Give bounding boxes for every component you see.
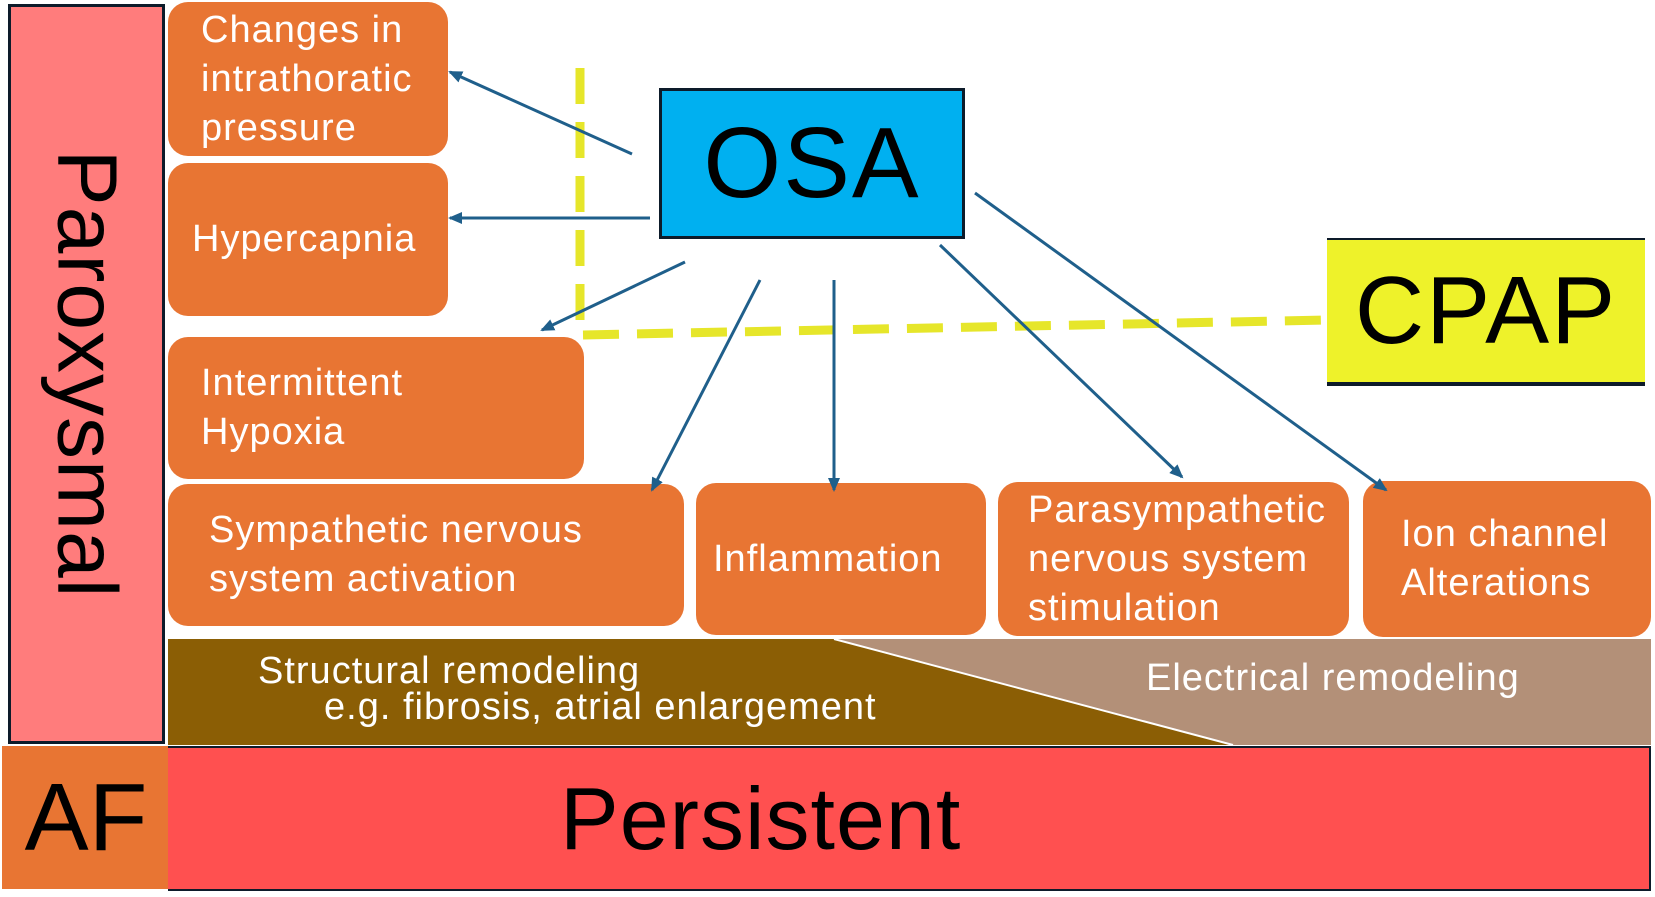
persistent-label: Persistent [560, 768, 962, 868]
structural-remodeling-label: Structural remodeling [258, 650, 641, 692]
sympathetic-activation-box: Sympathetic nervous system activation [168, 484, 684, 626]
arrow-osa-to-ion-channel [974, 191, 1388, 492]
remodeling-divider [833, 639, 1234, 745]
arrow-osa-to-hypoxia [540, 260, 686, 332]
parasympathetic-stimulation-box: Parasympathetic nervous system stimulati… [998, 482, 1349, 636]
ion-channel-alterations-box: Ion channel Alterations [1363, 481, 1651, 637]
paroxysmal-label: Paroxysmal [40, 149, 134, 599]
ion-channel-alterations-label: Ion channel Alterations [1401, 513, 1609, 604]
arrow-osa-to-intrathoracic [448, 70, 633, 156]
arrow-osa-to-parasympathetic [938, 243, 1184, 479]
intermittent-hypoxia-box: Intermittent Hypoxia [168, 337, 584, 479]
persistent-bar: Persistent [168, 746, 1651, 891]
af-label: AF [24, 763, 148, 871]
intermittent-hypoxia-label: Intermittent Hypoxia [201, 362, 404, 453]
paroxysmal-bar: Paroxysmal [8, 4, 165, 744]
structural-remodeling-example: e.g. fibrosis, atrial enlargement [324, 686, 877, 728]
af-box: AF [2, 746, 170, 889]
parasympathetic-stimulation-label: Parasympathetic nervous system stimulati… [1028, 488, 1327, 629]
intrathoracic-pressure-box: Changes in intrathoratic pressure [168, 2, 448, 156]
osa-label: OSA [703, 107, 921, 219]
cpap-box: CPAP [1327, 238, 1645, 386]
osa-box: OSA [659, 88, 965, 239]
arrow-osa-to-sympathetic [650, 279, 762, 492]
electrical-remodeling-shape [834, 639, 1651, 745]
inflammation-label: Inflammation [713, 537, 943, 580]
hypercapnia-label: Hypercapnia [192, 218, 417, 260]
hypercapnia-box: Hypercapnia [168, 163, 448, 316]
sympathetic-activation-label: Sympathetic nervous system activation [209, 509, 583, 600]
remodeling-band [168, 639, 1651, 745]
structural-remodeling-shape [168, 639, 1233, 745]
intrathoracic-pressure-label: Changes in intrathoratic pressure [201, 8, 413, 149]
electrical-remodeling-label: Electrical remodeling [1146, 657, 1520, 699]
inflammation-box: Inflammation [696, 483, 986, 635]
cpap-label: CPAP [1354, 257, 1618, 364]
